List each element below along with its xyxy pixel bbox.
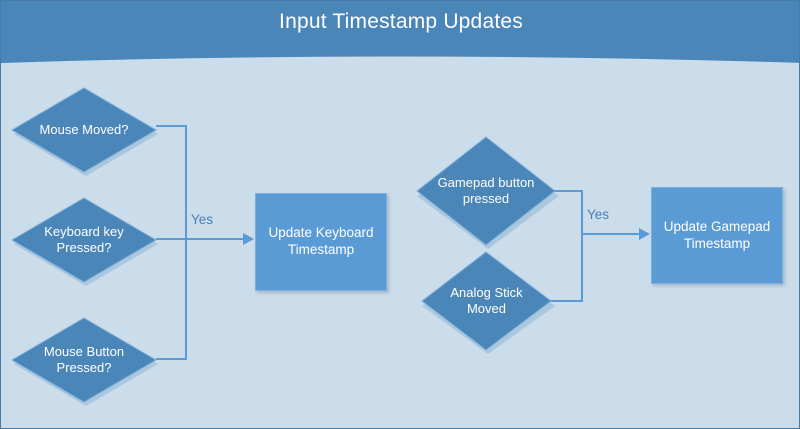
- connector-mouse-moved-to-bus: [156, 125, 187, 127]
- connector-gamepad-button-to-bus: [554, 190, 583, 192]
- edge-label-keyboard-yes: Yes: [191, 212, 214, 227]
- decision-gamepad-button-pressed[interactable]: Gamepad button pressed: [416, 136, 559, 249]
- connector-bus-to-keyboard-box: [185, 238, 245, 240]
- arrowhead-gamepad-box: [639, 228, 650, 240]
- edge-label-gamepad-yes: Yes: [587, 207, 610, 222]
- decision-analog-stick-moved[interactable]: Analog Stick Moved: [421, 251, 555, 354]
- arrowhead-keyboard-box: [243, 233, 254, 245]
- header-banner: [1, 1, 799, 66]
- decision-keyboard-key-pressed[interactable]: Keyboard key Pressed?: [11, 197, 158, 286]
- process-update-keyboard-timestamp[interactable]: Update Keyboard Timestamp: [255, 193, 387, 291]
- page-title: Input Timestamp Updates: [279, 10, 523, 33]
- decision-mouse-button-pressed[interactable]: Mouse Button Pressed?: [11, 317, 158, 406]
- decision-mouse-moved[interactable]: Mouse Moved?: [11, 87, 158, 176]
- process-update-gamepad-timestamp[interactable]: Update Gamepad Timestamp: [651, 187, 783, 284]
- connector-analog-stick-to-bus: [550, 300, 583, 302]
- connector-keyboard-bus: [185, 125, 187, 360]
- connector-keyboard-key-to-bus: [156, 238, 187, 240]
- connector-gamepad-bus: [581, 190, 583, 301]
- connector-bus-to-gamepad-box: [581, 233, 641, 235]
- connector-mouse-button-to-bus: [156, 358, 187, 360]
- process-update-gamepad-timestamp-label: Update Gamepad Timestamp: [663, 218, 771, 251]
- process-update-keyboard-timestamp-label: Update Keyboard Timestamp: [268, 225, 374, 257]
